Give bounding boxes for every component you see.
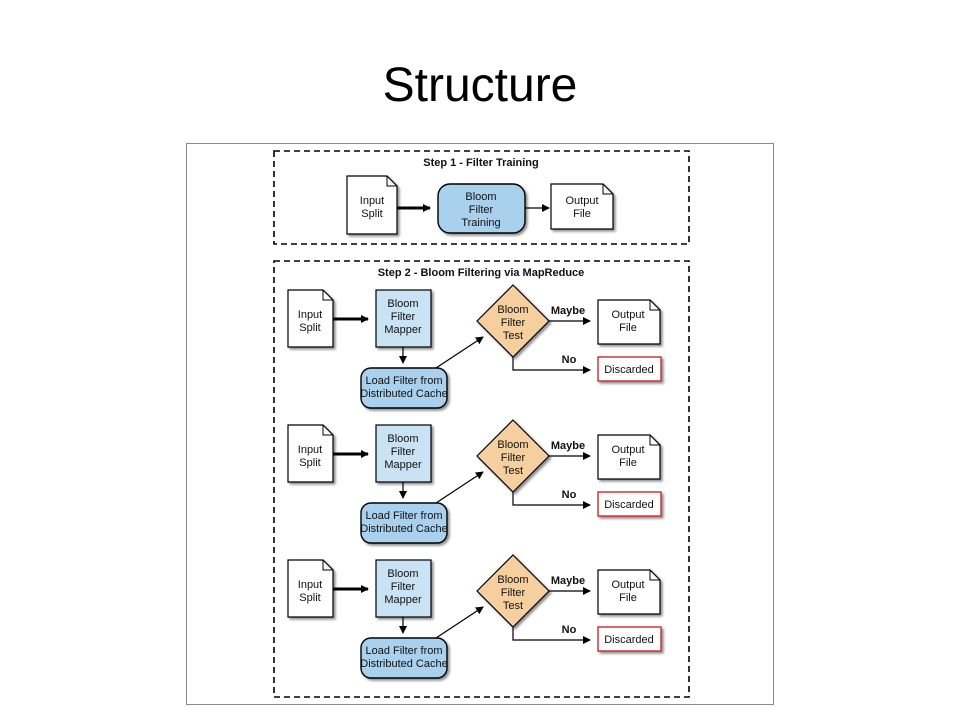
no-label-2: No (562, 489, 577, 501)
mapper-label-a-3: Bloom (387, 568, 418, 580)
test-label-a-2: Bloom (497, 439, 528, 451)
bloom-filter-mapper-2 (375, 424, 432, 483)
test-label-a-3: Bloom (497, 574, 528, 586)
load-label-a-3: Load Filter from (365, 645, 442, 657)
no-label-1: No (562, 354, 577, 366)
step1-output-doc (550, 183, 614, 230)
diagram-figure: Step 1 - Filter Training Input Split Blo… (186, 143, 774, 705)
mapper-label-c-1: Mapper (384, 324, 422, 336)
step1-output-label-2: File (573, 208, 591, 220)
mapper-label-c-2: Mapper (384, 459, 422, 471)
output-label-a-3: Output (611, 579, 644, 591)
load-label-b-3: Distributed Cache (360, 658, 447, 670)
load-filter-cache-3 (360, 637, 448, 679)
arrow-cache-to-test-3 (435, 606, 484, 639)
mapper-label-b-3: Filter (391, 581, 416, 593)
arrow-no-3 (512, 627, 591, 644)
input-split-label-a-1: Input (298, 309, 322, 321)
test-label-c-2: Test (503, 465, 523, 477)
output-file-doc-2 (597, 434, 661, 480)
step1-input-label-1: Input (360, 195, 384, 207)
arrow-cache-to-test-2 (435, 471, 484, 504)
load-label-a-2: Load Filter from (365, 510, 442, 522)
discarded-box-2 (597, 491, 662, 517)
discarded-label-2: Discarded (604, 499, 654, 511)
output-label-b-3: File (619, 592, 637, 604)
input-split-doc-1 (287, 289, 334, 348)
discarded-label-1: Discarded (604, 364, 654, 376)
input-split-label-a-3: Input (298, 579, 322, 591)
maybe-label-3: Maybe (551, 575, 585, 587)
output-label-b-2: File (619, 457, 637, 469)
test-label-b-2: Filter (501, 452, 526, 464)
mapper-label-b-2: Filter (391, 446, 416, 458)
output-label-b-1: File (619, 322, 637, 334)
input-split-label-a-2: Input (298, 444, 322, 456)
test-label-c-1: Test (503, 330, 523, 342)
bloom-filter-mapper-1 (375, 289, 432, 348)
maybe-label-1: Maybe (551, 305, 585, 317)
mapper-label-a-2: Bloom (387, 433, 418, 445)
mapper-label-a-1: Bloom (387, 298, 418, 310)
no-label-3: No (562, 624, 577, 636)
training-label-3: Training (461, 217, 500, 229)
training-label-1: Bloom (465, 191, 496, 203)
mapper-label-c-3: Mapper (384, 594, 422, 606)
output-label-a-2: Output (611, 444, 644, 456)
maybe-label-2: Maybe (551, 440, 585, 452)
input-split-doc-2 (287, 424, 334, 483)
step1-input-label-2: Split (361, 208, 382, 220)
step1-output-label-1: Output (565, 195, 598, 207)
input-split-doc-3 (287, 559, 334, 618)
arrow-no-2 (512, 492, 591, 509)
load-filter-cache-2 (360, 502, 448, 544)
discarded-box-1 (597, 356, 662, 382)
step1-input-doc (346, 175, 398, 235)
output-label-a-1: Output (611, 309, 644, 321)
diagram-canvas: Step 1 - Filter Training Input Split Blo… (273, 150, 690, 698)
mapper-label-b-1: Filter (391, 311, 416, 323)
input-split-label-b-1: Split (299, 322, 320, 334)
discarded-label-3: Discarded (604, 634, 654, 646)
output-file-doc-3 (597, 569, 661, 615)
step1-heading: Step 1 - Filter Training (423, 157, 539, 169)
slide-title: Structure (382, 59, 578, 112)
arrow-cache-to-test-1 (435, 336, 484, 369)
test-label-a-1: Bloom (497, 304, 528, 316)
arrow-no-1 (512, 357, 591, 374)
bloom-filter-mapper-3 (375, 559, 432, 618)
step2-heading: Step 2 - Bloom Filtering via MapReduce (378, 267, 585, 279)
step1-frame (273, 150, 690, 245)
step2-frame (273, 260, 690, 698)
input-split-label-b-2: Split (299, 457, 320, 469)
test-label-b-1: Filter (501, 317, 526, 329)
output-file-doc-1 (597, 299, 661, 345)
step1-group: Step 1 - Filter Training Input Split Blo… (273, 150, 690, 245)
discarded-box-3 (597, 626, 662, 652)
load-label-a-1: Load Filter from (365, 375, 442, 387)
load-filter-cache-1 (360, 367, 448, 409)
input-split-label-b-3: Split (299, 592, 320, 604)
load-label-b-1: Distributed Cache (360, 388, 447, 400)
load-label-b-2: Distributed Cache (360, 523, 447, 535)
test-label-b-3: Filter (501, 587, 526, 599)
test-label-c-3: Test (503, 600, 523, 612)
training-label-2: Filter (469, 204, 494, 216)
